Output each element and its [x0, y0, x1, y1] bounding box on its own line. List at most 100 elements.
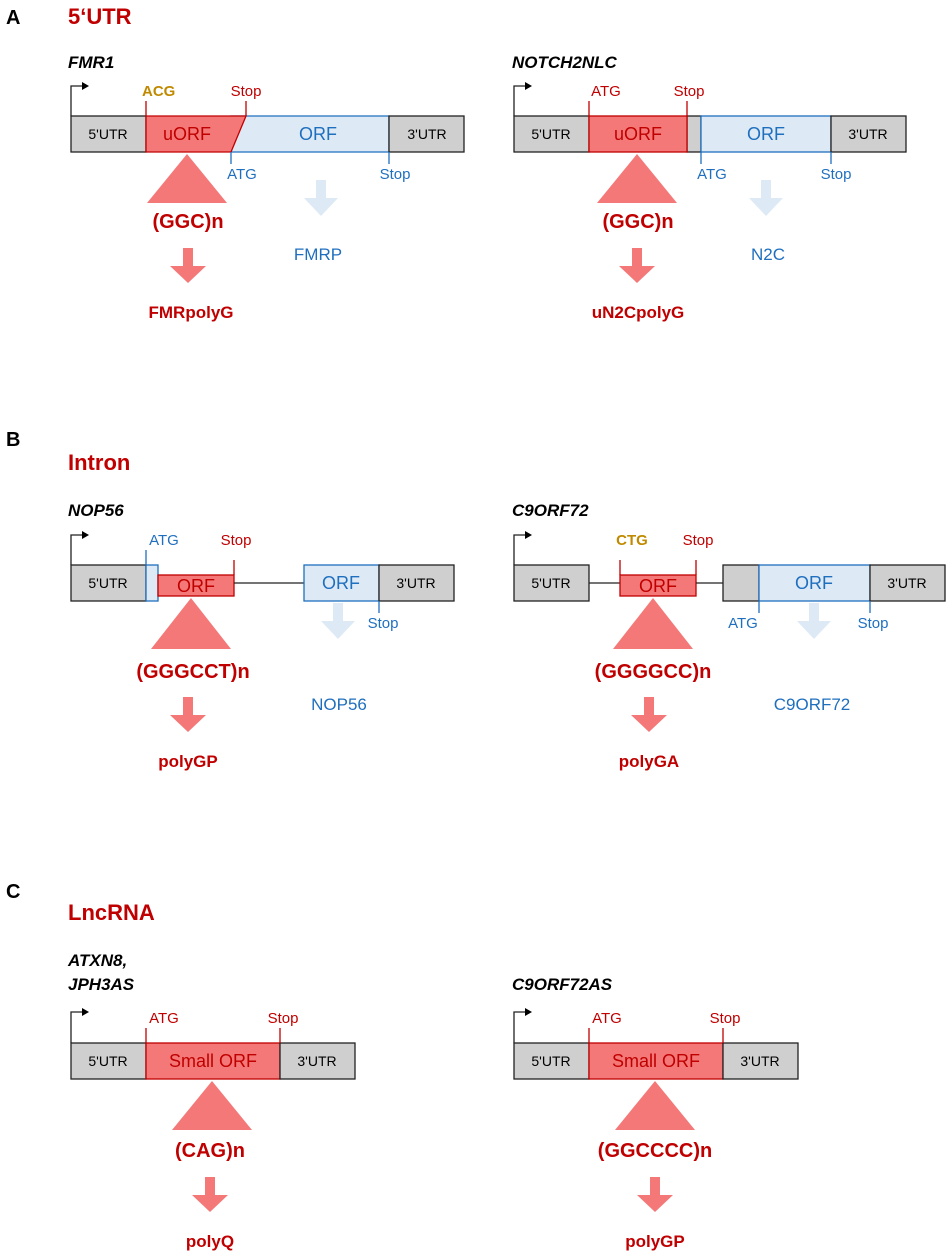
orf-label: ORF: [747, 124, 785, 144]
gene-name: NOTCH2NLC: [512, 53, 618, 72]
utr5-label: 5'UTR: [531, 575, 570, 591]
exon-utr-box: [722, 564, 760, 602]
utr5-box: [513, 564, 590, 602]
utr3-label: 3'UTR: [297, 1053, 336, 1069]
orf-box: [303, 564, 380, 602]
product-label: FMRpolyG: [149, 303, 234, 322]
construct-notch2nlc: NOTCH2NLC 5'UTR uORF ORF 3'UTR ATG Stop …: [512, 53, 907, 322]
orf-start-label: ATG: [728, 615, 758, 632]
stop-codon-label: Stop: [268, 1010, 299, 1027]
protein-label: FMRP: [294, 245, 342, 264]
utr5-box: [513, 1042, 590, 1080]
stop-codon-label: Stop: [231, 83, 262, 100]
orf-label: ORF: [322, 573, 360, 593]
orf-label: ORF: [795, 573, 833, 593]
stop-codon-label: Stop: [683, 532, 714, 549]
utr5-box: [70, 115, 147, 153]
repeat-orf-box: [157, 574, 235, 597]
stop-codon-label: Stop: [710, 1010, 741, 1027]
panel-a-letter: A: [6, 7, 20, 29]
utr3-box: [869, 564, 946, 602]
stop-codon-label: Stop: [674, 83, 705, 100]
tss-arrow: [70, 85, 82, 116]
tss-arrow-head: [525, 1008, 532, 1016]
start-codon-label: ATG: [592, 1010, 622, 1027]
start-codon-label: CTG: [616, 532, 648, 549]
orf-start-label: ATG: [227, 166, 257, 183]
tss-arrow-head: [82, 1008, 89, 1016]
utr3-box: [722, 1042, 799, 1080]
small-orf-label: Small ORF: [612, 1051, 700, 1071]
uorf-label: uORF: [614, 124, 662, 144]
down-arrow: [637, 1177, 673, 1212]
down-arrow: [192, 1177, 228, 1212]
repeat-orf-box: [619, 574, 697, 597]
utr3-label: 3'UTR: [396, 575, 435, 591]
uorf-box: [588, 115, 688, 153]
down-arrow: [170, 697, 206, 732]
repeat-label: (GGGCCT)n: [136, 661, 249, 683]
tss-arrow: [70, 534, 82, 565]
utr5-box: [70, 564, 147, 602]
repeat-expansion-triangle: [597, 154, 677, 203]
small-orf-box: [145, 1042, 281, 1080]
tss-arrow-head: [525, 82, 532, 90]
repeat-expansion-triangle: [151, 598, 231, 649]
orf-box: [758, 564, 871, 602]
product-label: polyGP: [158, 752, 218, 771]
tss-arrow: [513, 534, 525, 565]
utr-gap-box: [686, 115, 702, 153]
utr3-box: [378, 564, 455, 602]
orf-start-label: ATG: [149, 532, 179, 549]
repeat-expansion-triangle: [147, 154, 227, 203]
orf-stop-label: Stop: [368, 615, 399, 632]
utr5-label: 5'UTR: [88, 126, 127, 142]
down-arrow: [619, 248, 655, 283]
utr3-label: 3'UTR: [740, 1053, 779, 1069]
utr5-label: 5'UTR: [531, 126, 570, 142]
gene-name: FMR1: [68, 53, 114, 72]
utr5-box: [70, 1042, 147, 1080]
construct-atxn8-jph3as: ATXN8, JPH3AS 5'UTR Small ORF 3'UTR ATG …: [67, 951, 356, 1251]
orf-stop-label: Stop: [380, 166, 411, 183]
construct-c9orf72as: C9ORF72AS 5'UTR Small ORF 3'UTR ATG Stop…: [512, 975, 799, 1251]
panel-c-letter: C: [6, 881, 20, 903]
tss-arrow-head: [525, 531, 532, 539]
panel-b-letter: B: [6, 429, 20, 451]
product-label: polyQ: [186, 1232, 234, 1251]
gene-name-line2: JPH3AS: [68, 975, 135, 994]
protein-arrow: [797, 603, 831, 639]
repeat-label: (GGC)n: [602, 211, 673, 233]
repeat-expansion-triangle: [613, 598, 693, 649]
protein-arrow: [749, 180, 783, 216]
exon1-orf-box: [145, 564, 159, 602]
tss-arrow-head: [82, 82, 89, 90]
orf-stop-label: Stop: [858, 615, 889, 632]
start-codon-label: ACG: [142, 83, 175, 100]
protein-arrow: [304, 180, 338, 216]
utr3-box: [388, 115, 465, 153]
utr3-box: [830, 115, 907, 153]
uorf-label: uORF: [163, 124, 211, 144]
repeat-orf-label: ORF: [639, 576, 677, 596]
protein-label: NOP56: [311, 695, 367, 714]
down-arrow: [170, 248, 206, 283]
utr5-label: 5'UTR: [531, 1053, 570, 1069]
panel-c-title: LncRNA: [68, 900, 155, 925]
utr5-label: 5'UTR: [88, 1053, 127, 1069]
gene-name: NOP56: [68, 501, 124, 520]
product-label: polyGA: [619, 752, 679, 771]
gene-name: C9ORF72: [512, 501, 589, 520]
protein-arrow: [321, 603, 355, 639]
protein-label: N2C: [751, 245, 785, 264]
orf-label: ORF: [299, 124, 337, 144]
orf-start-label: ATG: [697, 166, 727, 183]
construct-fmr1: FMR1 5'UTR uORF ORF 3'UTR ACG Stop ATG S…: [68, 53, 465, 322]
down-arrow: [631, 697, 667, 732]
small-orf-label: Small ORF: [169, 1051, 257, 1071]
start-codon-label: ATG: [149, 1010, 179, 1027]
repeat-orf-label: ORF: [177, 576, 215, 596]
gene-name: C9ORF72AS: [512, 975, 613, 994]
orf-stop-label: Stop: [821, 166, 852, 183]
